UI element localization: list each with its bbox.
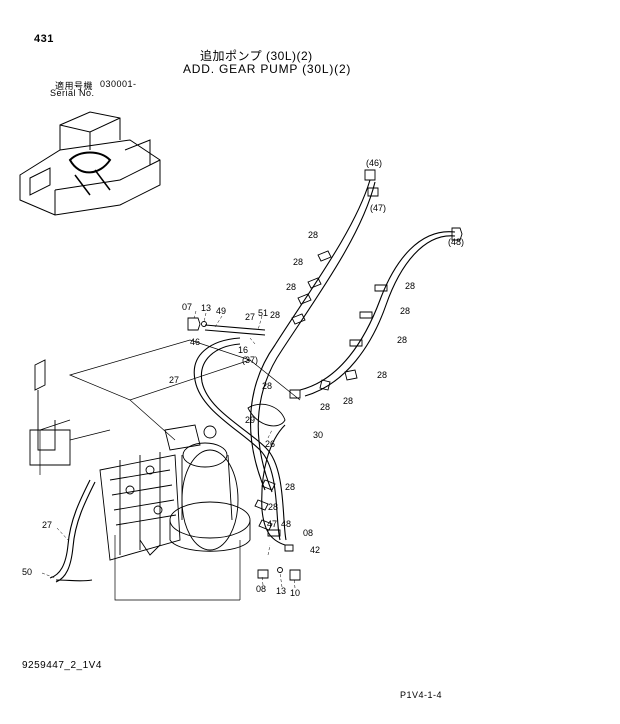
callout-08: 08 — [256, 584, 266, 594]
callout-50: 50 — [22, 567, 32, 577]
callout-27: 27 — [169, 375, 179, 385]
callout-28: 28 — [343, 396, 353, 406]
callout-27: 27 — [42, 520, 52, 530]
callout-13: 13 — [201, 303, 211, 313]
callout-46: 46 — [190, 337, 200, 347]
callout-28: 28 — [320, 402, 330, 412]
callout-28: 28 — [268, 502, 278, 512]
callout-10: 10 — [290, 588, 300, 598]
callout-29: 29 — [245, 415, 255, 425]
callout-27: 27 — [245, 312, 255, 322]
pump-motor-assembly — [99, 424, 251, 561]
page-reference: P1V4-1-4 — [400, 690, 443, 700]
serial-label-jp: 適用号機 — [55, 81, 94, 91]
callout-13: 13 — [276, 586, 286, 596]
clamps — [247, 250, 388, 531]
callout-47p: (47) — [370, 203, 386, 213]
callout-labels: (46) (47) (48) 28 28 28 28 28 28 28 28 2… — [22, 158, 464, 598]
callout-28: 28 — [285, 482, 295, 492]
callout-28: 28 — [308, 230, 318, 240]
callout-47: 47 — [267, 519, 277, 529]
callout-28: 28 — [293, 257, 303, 267]
callout-08: 08 — [303, 528, 313, 538]
callout-37p: (37) — [242, 355, 258, 365]
callout-28: 28 — [270, 310, 280, 320]
callout-28: 28 — [397, 335, 407, 345]
callout-07: 07 — [182, 302, 192, 312]
callout-30: 30 — [313, 430, 323, 440]
callout-46p: (46) — [366, 158, 382, 168]
fittings — [187, 169, 463, 581]
serial-range: 030001- — [100, 79, 137, 89]
callout-16: 16 — [238, 345, 248, 355]
callout-28: 28 — [377, 370, 387, 380]
callout-26: 26 — [265, 439, 275, 449]
hose-lines — [49, 179, 456, 583]
callout-51: 51 — [258, 308, 268, 318]
page-title-en: ADD. GEAR PUMP (30L)(2) — [183, 62, 352, 76]
callout-42: 42 — [310, 545, 320, 555]
document-number: 9259447_2_1V4 — [22, 660, 102, 671]
callout-28: 28 — [400, 306, 410, 316]
callout-28: 28 — [262, 381, 272, 391]
left-bracket — [29, 359, 111, 466]
callout-49: 49 — [216, 306, 226, 316]
page-number: 431 — [34, 33, 54, 45]
leader-lines — [41, 310, 296, 589]
callout-48: 48 — [281, 519, 291, 529]
callout-28: 28 — [405, 281, 415, 291]
machine-thumbnail — [19, 111, 161, 216]
callout-28: 28 — [286, 282, 296, 292]
serial-label-en: Serial No. — [50, 88, 95, 98]
page-title-jp: 追加ポンプ (30L)(2) — [200, 49, 313, 63]
callout-48p: (48) — [448, 237, 464, 247]
